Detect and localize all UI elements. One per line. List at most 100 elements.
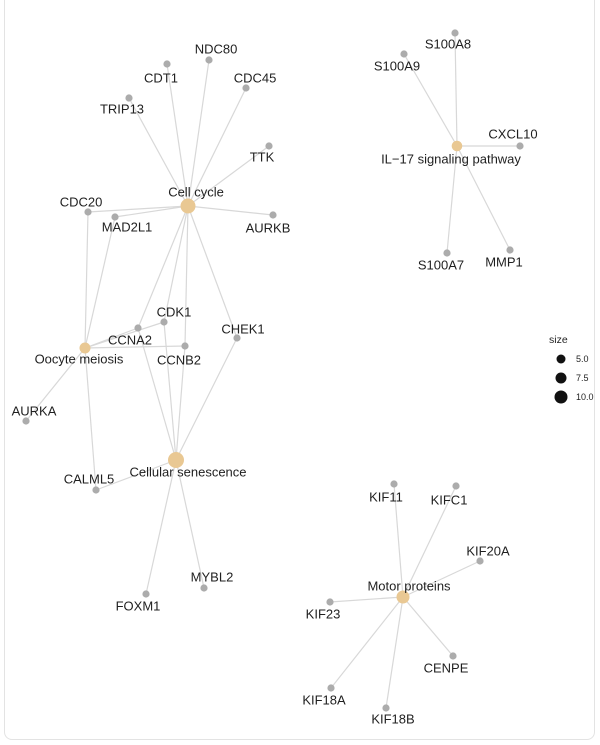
gene-node-KIF18A [327, 684, 335, 692]
gene-node-CDC45 [242, 84, 250, 92]
edge-cellular-senescence-FOXM1 [145, 459, 177, 595]
edge-cell-cycle-CDC20 [87, 205, 189, 213]
gene-node-AURKB [269, 211, 277, 219]
gene-label-S100A7: S100A7 [418, 258, 464, 273]
pathway-node-motor-proteins [396, 590, 410, 604]
gene-node-TRIP13 [125, 94, 133, 102]
edge-oocyte-meiosis-CDC20 [84, 211, 89, 349]
gene-label-MYBL2: MYBL2 [191, 570, 234, 585]
edge-cell-cycle-AURKB [187, 205, 274, 216]
edge-oocyte-meiosis-CCNB2 [84, 345, 186, 349]
pathway-node-cellular-senescence [168, 452, 184, 468]
legend-size-title: size [549, 334, 568, 346]
edge-oocyte-meiosis-AURKA [25, 347, 86, 422]
edge-cellular-senescence-CCNA2 [137, 327, 177, 461]
edge-motor-proteins-KIFC1 [402, 485, 457, 598]
edge-motor-proteins-KIF18A [330, 596, 404, 689]
edge-motor-proteins-KIF11 [393, 483, 404, 598]
gene-node-CXCL10 [516, 142, 524, 150]
edge-il17-signaling-pathway-S100A9 [403, 53, 458, 147]
edge-motor-proteins-KIF20A [402, 560, 481, 598]
gene-node-CCNB2 [181, 342, 189, 350]
gene-node-AURKA [22, 417, 30, 425]
gene-label-KIFC1: KIFC1 [431, 493, 468, 508]
gene-label-NDC80: NDC80 [195, 42, 238, 57]
edge-il17-signaling-pathway-S100A8 [454, 32, 458, 147]
gene-label-CDC45: CDC45 [234, 71, 277, 86]
gene-label-KIF20A: KIF20A [466, 544, 510, 559]
gene-label-FOXM1: FOXM1 [116, 599, 161, 614]
gene-label-MMP1: MMP1 [485, 255, 523, 270]
gene-label-TRIP13: TRIP13 [100, 102, 144, 117]
gene-label-S100A9: S100A9 [374, 59, 420, 74]
edge-il17-signaling-pathway-S100A7 [446, 145, 458, 254]
edge-oocyte-meiosis-CDK1 [84, 321, 165, 349]
gene-node-CDC20 [84, 208, 92, 216]
pathway-label-cellular-senescence: Cellular senescence [129, 465, 246, 480]
edge-motor-proteins-CENPE [402, 596, 454, 657]
edge-cellular-senescence-CCNB2 [175, 345, 186, 461]
edge-cellular-senescence-MYBL2 [175, 459, 205, 589]
edge-motor-proteins-KIF23 [329, 596, 404, 603]
edge-il17-signaling-pathway-MMP1 [456, 145, 511, 251]
gene-node-S100A8 [451, 29, 459, 37]
edge-cell-cycle-MAD2L1 [114, 205, 189, 218]
gene-label-MAD2L1: MAD2L1 [102, 220, 153, 235]
edge-oocyte-meiosis-CALML5 [84, 347, 97, 491]
legend-label-7.5: 7.5 [576, 373, 589, 383]
plot-panel-border [4, 0, 595, 740]
gene-label-CCNA2: CCNA2 [108, 333, 152, 348]
gene-label-AURKA: AURKA [12, 404, 57, 419]
pathway-label-motor-proteins: Motor proteins [367, 579, 451, 594]
pathway-label-cell-cycle: Cell cycle [168, 185, 224, 200]
gene-label-S100A8: S100A8 [425, 37, 471, 52]
gene-node-CDT1 [163, 60, 171, 68]
gene-label-AURKB: AURKB [246, 221, 291, 236]
gene-node-KIFC1 [452, 482, 460, 490]
legend-dot-7.5 [555, 372, 567, 384]
edge-cellular-senescence-CALML5 [95, 459, 177, 491]
gene-node-CDK1 [160, 318, 168, 326]
gene-node-CHEK1 [233, 334, 241, 342]
gene-node-S100A9 [400, 50, 408, 58]
edge-cellular-senescence-CDK1 [163, 321, 177, 461]
gene-label-CDK1: CDK1 [157, 305, 192, 320]
legend-label-5.0: 5.0 [576, 354, 589, 364]
gene-node-NDC80 [205, 56, 213, 64]
gene-node-MAD2L1 [111, 213, 119, 221]
edge-cell-cycle-TTK [187, 145, 270, 207]
gene-label-CDC20: CDC20 [60, 195, 103, 210]
legend-dot-5.0 [556, 354, 566, 364]
gene-node-S100A7 [443, 249, 451, 257]
legend-label-10.0: 10.0 [576, 392, 594, 402]
gene-label-CENPE: CENPE [424, 661, 469, 676]
pathway-node-cell-cycle [180, 198, 196, 214]
pathway-label-il17-signaling-pathway: IL−17 signaling pathway [381, 152, 521, 167]
pathway-node-oocyte-meiosis [79, 342, 91, 354]
gene-node-FOXM1 [142, 590, 150, 598]
gene-node-CENPE [449, 652, 457, 660]
gene-node-TTK [265, 142, 273, 150]
edge-cellular-senescence-CHEK1 [175, 337, 238, 461]
edge-cell-cycle-CDK1 [163, 205, 189, 323]
gene-label-CCNB2: CCNB2 [157, 353, 201, 368]
gene-node-KIF23 [326, 598, 334, 606]
gene-label-TTK: TTK [250, 150, 275, 165]
edge-oocyte-meiosis-MAD2L1 [84, 216, 116, 349]
edge-cell-cycle-CCNA2 [137, 205, 189, 329]
edge-cell-cycle-CDT1 [166, 63, 189, 207]
gene-label-CXCL10: CXCL10 [488, 127, 537, 142]
gene-node-CALML5 [92, 486, 100, 494]
gene-label-KIF11: KIF11 [369, 490, 403, 505]
pathway-node-il17-signaling-pathway [451, 140, 463, 152]
gene-node-KIF20A [476, 557, 484, 565]
gene-label-CALML5: CALML5 [64, 472, 115, 487]
gene-node-MYBL2 [200, 584, 208, 592]
gene-label-KIF23: KIF23 [306, 607, 341, 622]
legend-dot-10.0 [554, 390, 568, 404]
gene-label-KIF18A: KIF18A [302, 693, 346, 708]
gene-node-KIF18B [382, 704, 390, 712]
edge-cell-cycle-NDC80 [187, 59, 210, 207]
